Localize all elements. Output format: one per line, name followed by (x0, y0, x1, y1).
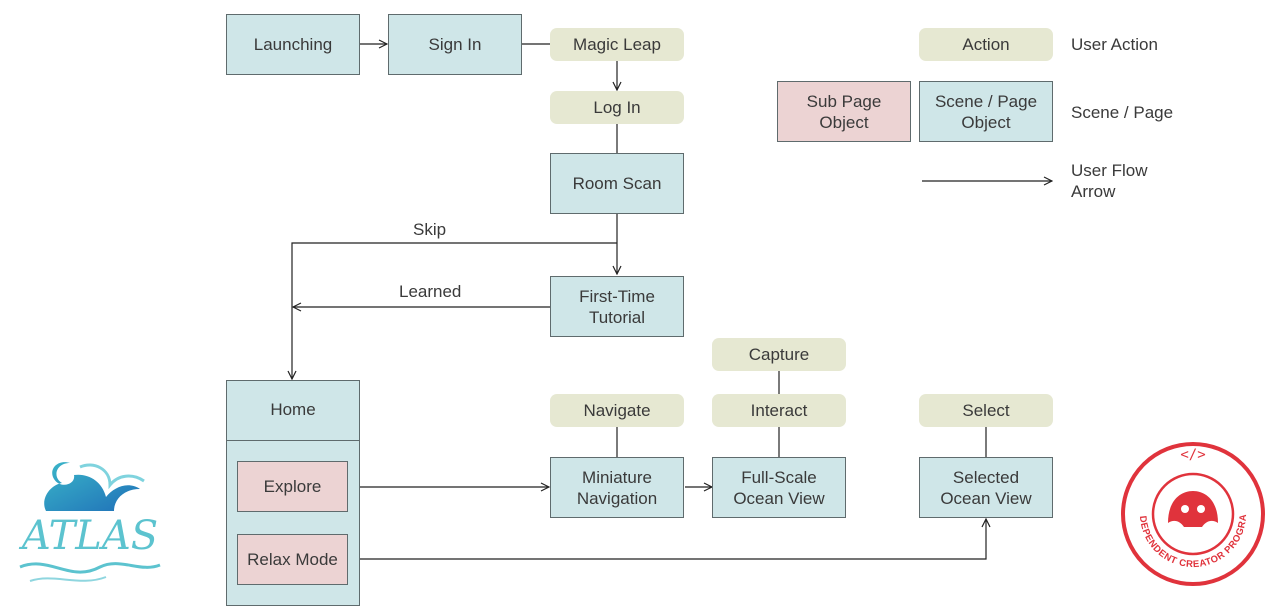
home-divider (227, 440, 359, 441)
arrow-relax-selected (348, 519, 986, 560)
atlas-logo: ATLAS (18, 462, 161, 582)
legend-sub-page-box: Sub Page Object (777, 81, 911, 142)
action-navigate: Navigate (550, 394, 684, 427)
legend-user-flow-arrow-text: User Flow Arrow (1071, 161, 1148, 201)
action-interact: Interact (712, 394, 846, 427)
node-miniature-navigation: Miniature Navigation (550, 457, 684, 518)
node-launching: Launching (226, 14, 360, 75)
edge-label-skip: Skip (413, 220, 447, 239)
node-first-time-tutorial: First-Time Tutorial (550, 276, 684, 337)
badge-code-symbol: </> (1180, 447, 1205, 463)
home-title: Home (270, 400, 316, 419)
legend-user-action-text: User Action (1071, 35, 1158, 54)
node-selected-ocean-view: Selected Ocean View (919, 457, 1053, 518)
subpage-relax-mode: Relax Mode (237, 534, 348, 585)
node-room-scan: Room Scan (550, 153, 684, 214)
action-capture: Capture (712, 338, 846, 371)
action-magic-leap: Magic Leap (550, 28, 684, 61)
legend-scene-page-box: Scene / Page Object (919, 81, 1053, 142)
atlas-wordmark: ATLAS (18, 513, 158, 559)
action-select: Select (919, 394, 1053, 427)
node-sign-in: Sign In (388, 14, 522, 75)
legend-action-box: Action (919, 28, 1053, 61)
edge-label-learned: Learned (399, 282, 462, 301)
independent-creator-badge: </> INDEPENDENT CREATOR PROGRAM (1118, 439, 1265, 586)
action-log-in: Log In (550, 91, 684, 124)
subpage-explore: Explore (237, 461, 348, 512)
legend-scene-page-text: Scene / Page (1071, 103, 1174, 122)
node-full-scale-ocean-view: Full-Scale Ocean View (712, 457, 846, 518)
arrow-skip-home (292, 242, 617, 379)
creature-icon (1168, 491, 1218, 527)
